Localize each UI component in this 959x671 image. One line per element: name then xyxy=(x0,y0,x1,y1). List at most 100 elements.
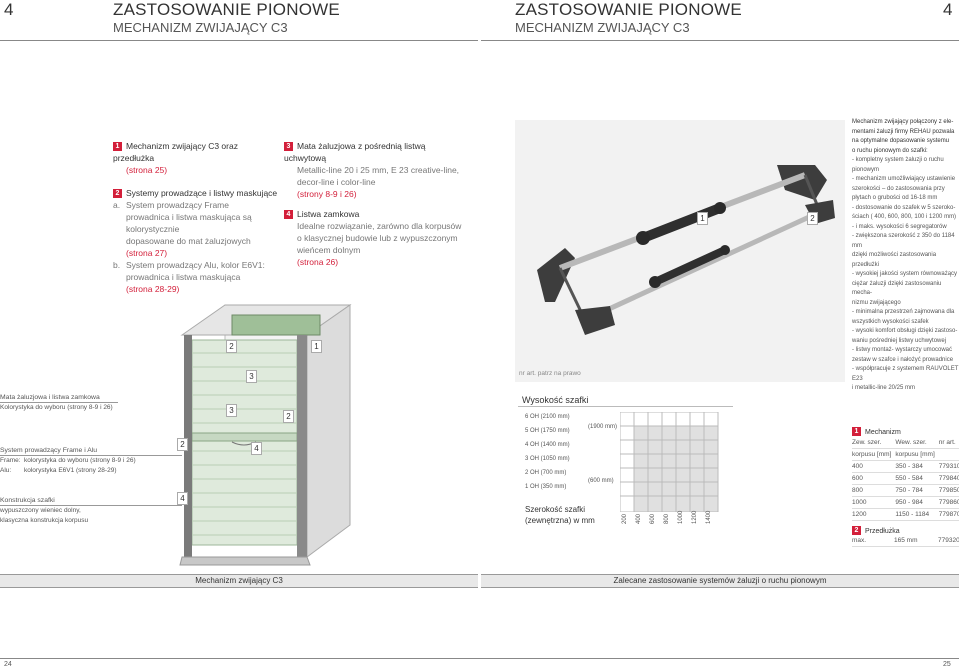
feature-item: płytach o grubości od 16-18 mm xyxy=(852,195,938,201)
table-cell: 1000 xyxy=(852,496,896,509)
table-cell: 400 xyxy=(852,460,896,473)
mechanism-table: Zew. szer.Wew. szer.nr art. korpusu [mm]… xyxy=(852,437,959,521)
feature-item: pionowym xyxy=(852,166,880,173)
number-badge: 4 xyxy=(284,210,293,219)
diagram-tag: 3 xyxy=(246,370,257,383)
page-title-left: ZASTOSOWANIE PIONOWE xyxy=(113,0,340,19)
page-subtitle-left: MECHANIZM ZWIJAJĄCY C3 xyxy=(113,20,288,35)
header-divider-right xyxy=(481,40,959,41)
feature-item: - minimalna przestrzeń zajmowana dla xyxy=(852,309,955,315)
feature-item: - kompletny system żaluzji o ruchu xyxy=(852,157,944,163)
page-number-left: 4 xyxy=(4,0,14,19)
feature-item: - i maks. wysokości 6 segregatorów xyxy=(852,223,947,230)
width-axis-title: Szerokość szafki (zewnętrzna) w mm xyxy=(525,505,595,525)
footer-rule xyxy=(0,658,959,659)
diagram-tag: 2 xyxy=(177,438,188,451)
feature-item: waniu pośredniej listwy uchwytowej xyxy=(852,337,947,344)
table-header-row: korpusu [mm]korpusu [mm] xyxy=(852,448,959,461)
table-cell: 779850 xyxy=(938,484,959,497)
leader-line xyxy=(0,505,182,506)
table-cell: 1200 xyxy=(852,508,896,521)
feature-item: zestaw w szafce i nałożyć prowadnice xyxy=(852,356,954,363)
label-konstrukcja: Konstrukcja szafki wypuszczony wieniec d… xyxy=(0,496,185,526)
table-cell: 550 - 584 xyxy=(895,472,939,485)
feature-item: - listwy montaż- wystarczy umocować xyxy=(852,347,953,353)
height-row-label: 5 OH (1750 mm) xyxy=(525,428,570,434)
table-cell: 950 - 984 xyxy=(895,496,939,509)
table-cell: 779840 xyxy=(938,472,959,485)
table-cell: 750 - 784 xyxy=(895,484,939,497)
height-row-label: 4 OH (1400 mm) xyxy=(525,442,570,448)
table-cell: 779860 xyxy=(938,496,959,509)
number-badge: 1 xyxy=(113,142,122,151)
table-cell: 779870 xyxy=(938,508,959,521)
table-cell: 1150 - 1184 xyxy=(895,508,939,521)
page-number-25: 25 xyxy=(943,661,951,668)
table-cell: 600 xyxy=(852,472,896,485)
roller-mechanism-image xyxy=(537,165,835,335)
number-badge: 2 xyxy=(113,189,122,198)
page-subtitle-right: MECHANIZM ZWIJAJĄCY C3 xyxy=(515,20,690,35)
width-tick-label: 1200 xyxy=(692,510,698,524)
height-row-label: 1 OH (350 mm) xyxy=(525,484,567,490)
diagram-tag: 2 xyxy=(226,340,237,353)
number-badge: 1 xyxy=(852,427,861,436)
height-width-grid xyxy=(620,412,719,512)
width-tick-label: 200 xyxy=(622,513,628,524)
feature-item: ściach ( 400, 600, 800, 100 i 1200 mm) xyxy=(852,214,957,220)
width-tick-label: 800 xyxy=(664,513,670,524)
footer-bar-left: Mechanizm zwijający C3 xyxy=(0,574,478,588)
height-row-label: 3 OH (1050 mm) xyxy=(525,456,570,462)
number-badge: 2 xyxy=(852,526,861,535)
table-header-row: Zew. szer.Wew. szer.nr art. xyxy=(852,437,959,449)
number-badge: 3 xyxy=(284,142,293,151)
feature-item: nizmu zwijającego xyxy=(852,299,901,306)
height-chart-rule xyxy=(518,406,733,407)
feature-item: - dostosowanie do szafek w 5 szeroko- xyxy=(852,204,956,211)
page-number-24: 24 xyxy=(4,661,12,668)
page-number-right: 4 xyxy=(943,0,953,19)
cabinet-illustration xyxy=(179,304,352,566)
width-tick-label: 1400 xyxy=(706,510,712,524)
legend-item-2a: a.System prowadzący Frame xyxy=(113,200,229,210)
feature-item: - współpracuje z systemem RAUVOLET E23 xyxy=(852,366,959,382)
height-row-label: 6 OH (2100 mm) xyxy=(525,414,570,420)
diagram-tag: 3 xyxy=(226,404,237,417)
height-row-label: 2 OH (700 mm) xyxy=(525,470,567,476)
table-cell: 779310 xyxy=(938,460,959,473)
diagram-tag: 2 xyxy=(283,410,294,423)
feature-item: szerokości – do zastosowania przy xyxy=(852,185,945,192)
diagram-tag: 1 xyxy=(311,340,322,353)
feature-item: dzięki możliwości zastosowania przedłużk… xyxy=(852,252,937,268)
photo-tag: 2 xyxy=(807,212,818,225)
feature-item: - mechanizm umożliwiający ustawienie xyxy=(852,176,956,182)
photo-tag: 1 xyxy=(697,212,708,225)
note-bottom: (600 mm) xyxy=(588,478,614,484)
table-cell: 350 - 384 xyxy=(895,460,939,473)
feature-item: wszystkich wysokości szafek xyxy=(852,318,929,325)
width-tick-label: 400 xyxy=(636,513,642,524)
note-top: (1900 mm) xyxy=(588,424,618,430)
footer-bar-right: Zalecane zastosowanie systemów żaluzji o… xyxy=(481,574,959,588)
feature-item: - wysoki komfort obsługi dzięki zastoso- xyxy=(852,328,958,334)
height-chart-title: Wysokość szafki xyxy=(522,395,589,405)
feature-item: - zwiększona szerokość z 350 do 1184 mm xyxy=(852,233,955,249)
mechanism-photo: nr art. patrz na prawo xyxy=(515,120,845,382)
width-tick-label: 1000 xyxy=(678,510,684,524)
leader-line xyxy=(0,455,182,456)
diagram-tag: 4 xyxy=(251,442,262,455)
diagram-tag: 4 xyxy=(177,492,188,505)
